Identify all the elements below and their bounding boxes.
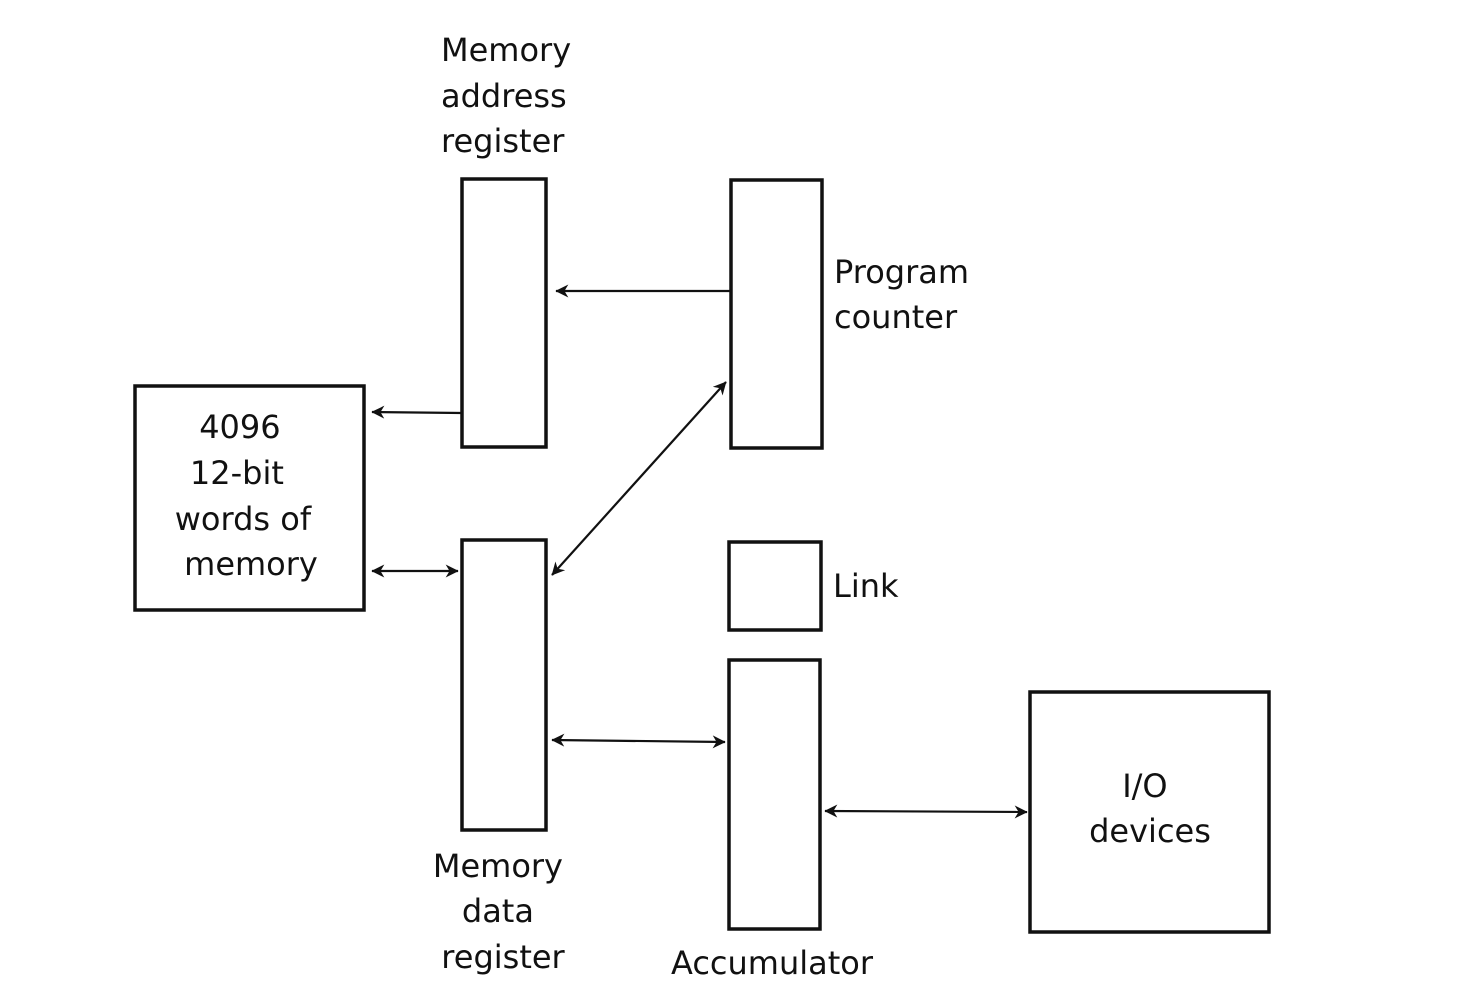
arrow-mdr-accumulator [551,733,726,749]
memory-data-register-box [460,538,548,832]
arrow-mar-to-memory [371,405,463,419]
memory-label: 4096 12-bit words of memory [175,408,322,583]
link-box [727,540,823,632]
memory-address-register-box [460,177,548,449]
accumulator-label: Accumulator [671,944,874,982]
io-devices-box [1028,690,1271,934]
arrow-accumulator-io [824,804,1028,819]
memory-address-register-label: Memory address register [441,31,581,160]
program-counter-box [729,178,824,450]
memory-data-register-label: Memory data register [433,847,573,976]
memory-box [133,384,366,612]
program-counter-label: Program counter [834,253,979,336]
io-devices-label: I/O devices [1089,767,1211,850]
accumulator-box [727,658,822,931]
arrow-mdr-pc [551,381,727,576]
link-label: Link [833,567,899,605]
